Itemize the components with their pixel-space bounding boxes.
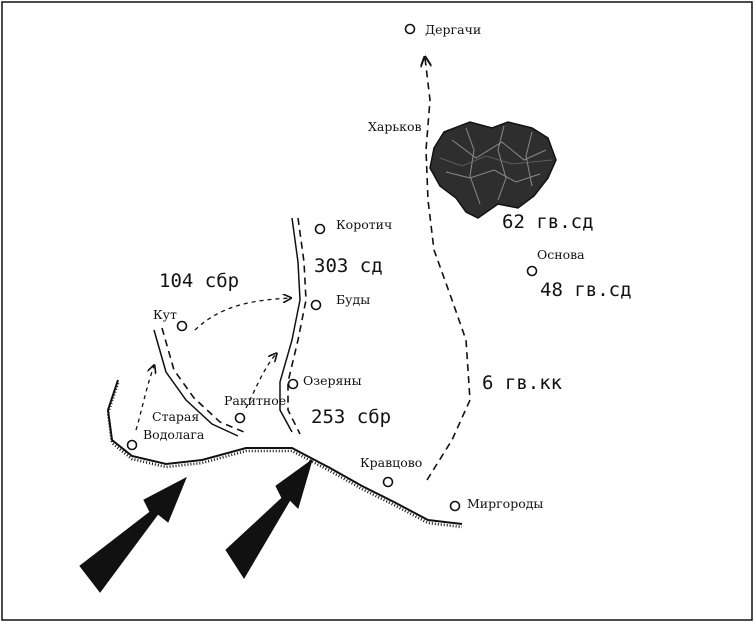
brigade-line-dashed — [161, 327, 245, 433]
town-label-budy: Буды — [336, 292, 370, 307]
settlement-icon — [234, 412, 246, 424]
advance-arrow-vodolaga — [135, 366, 154, 431]
settlement-icon — [404, 23, 416, 35]
town-label-mirgorody: Миргороды — [467, 496, 543, 511]
unit-label-6-guards-cavalry-corps: 6 гв.кк — [482, 372, 563, 394]
division-line-dashed — [287, 217, 307, 435]
attack-arrow-icon — [79, 476, 187, 593]
town-label-kravtsovo: Кравцово — [360, 455, 422, 470]
settlement-icon — [126, 439, 138, 451]
unit-label-303-division: 303 сд — [314, 255, 383, 277]
unit-label-62-guards-division: 62 гв.сд — [502, 211, 594, 233]
settlement-icon — [176, 320, 188, 332]
attack-arrow-icon — [225, 458, 313, 579]
advance-arrow-kut-budy — [194, 298, 290, 331]
town-label-kut: Кут — [153, 307, 177, 322]
unit-label-253-brigade: 253 сбр — [311, 406, 391, 428]
settlement-icon — [310, 299, 322, 311]
unit-label-48-guards-division: 48 гв.сд — [540, 279, 632, 301]
division-line-solid — [279, 217, 301, 433]
town-label-osnova: Основа — [537, 247, 585, 262]
settlement-icon — [314, 223, 326, 235]
settlement-icon — [526, 265, 538, 277]
town-label-korotich: Коротич — [336, 217, 392, 232]
front-line — [106, 379, 463, 529]
town-label-kharkov: Харьков — [368, 119, 422, 134]
settlement-icon — [449, 500, 461, 512]
unit-label-104-brigade: 104 сбр — [159, 270, 239, 292]
brigade-line-solid — [153, 329, 239, 437]
town-label-dergachi: Дергачи — [425, 22, 481, 37]
city-area-icon — [429, 121, 557, 219]
town-label-staraya: Старая — [152, 409, 199, 424]
settlement-icon — [382, 476, 394, 488]
town-label-ozeryany: Озеряны — [303, 373, 362, 388]
town-label-vodolaga: Водолага — [143, 427, 205, 442]
cavalry-route — [425, 58, 471, 481]
settlement-icon — [287, 378, 299, 390]
advance-arrow-rakitnoe — [245, 354, 276, 409]
town-label-rakitnoe: Ракитное — [224, 393, 286, 408]
